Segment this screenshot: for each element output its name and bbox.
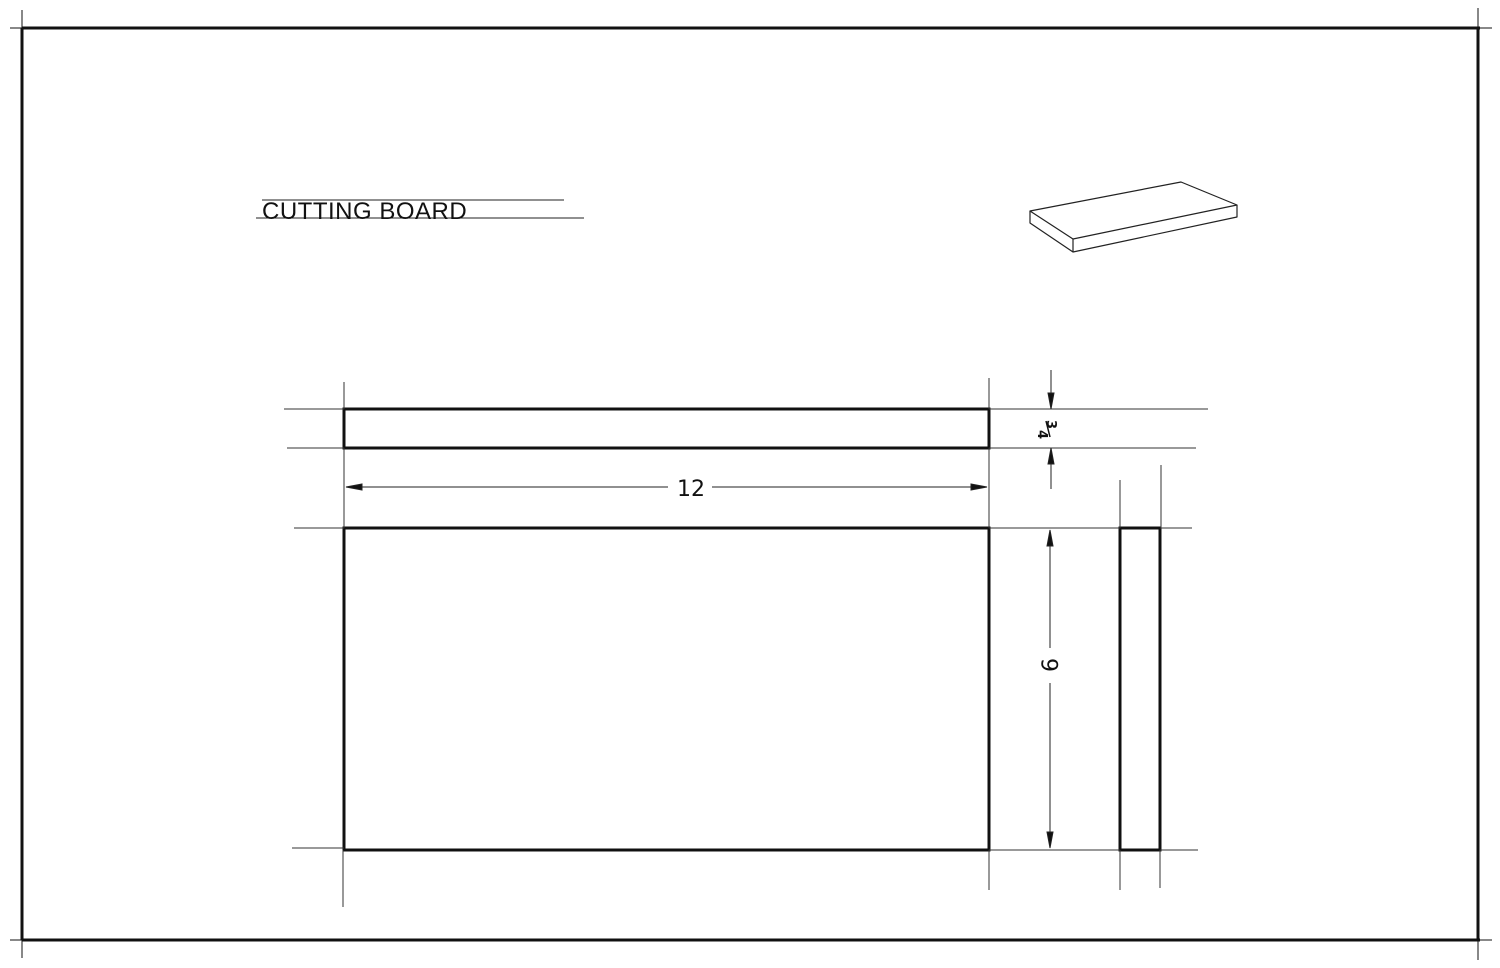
arrowhead-icon	[1047, 447, 1055, 465]
side-view	[1118, 526, 1162, 852]
arrowhead-icon	[1046, 831, 1054, 849]
dimension-width	[1046, 529, 1054, 849]
thickness-denominator: 4	[1034, 430, 1049, 439]
dimension-width-label: 6	[1039, 658, 1064, 672]
arrowhead-icon	[1047, 392, 1055, 410]
extension-lines	[284, 378, 1208, 907]
arrowhead-icon	[1046, 529, 1054, 547]
arrowhead-icon	[970, 483, 988, 491]
front-view	[342, 407, 991, 450]
isometric-board-icon	[1029, 181, 1238, 253]
dimension-length	[345, 483, 988, 491]
dimension-length-label: 12	[677, 477, 705, 502]
title-block: CUTTING BOARD	[256, 198, 584, 225]
top-view	[342, 526, 991, 852]
drawing-title: CUTTING BOARD	[262, 198, 467, 225]
dimension-thickness	[1047, 370, 1055, 489]
dimension-thickness-label: 3 4	[1034, 420, 1058, 439]
arrowhead-icon	[345, 483, 363, 491]
thickness-numerator: 3	[1043, 420, 1058, 429]
border-frame	[10, 8, 1492, 960]
